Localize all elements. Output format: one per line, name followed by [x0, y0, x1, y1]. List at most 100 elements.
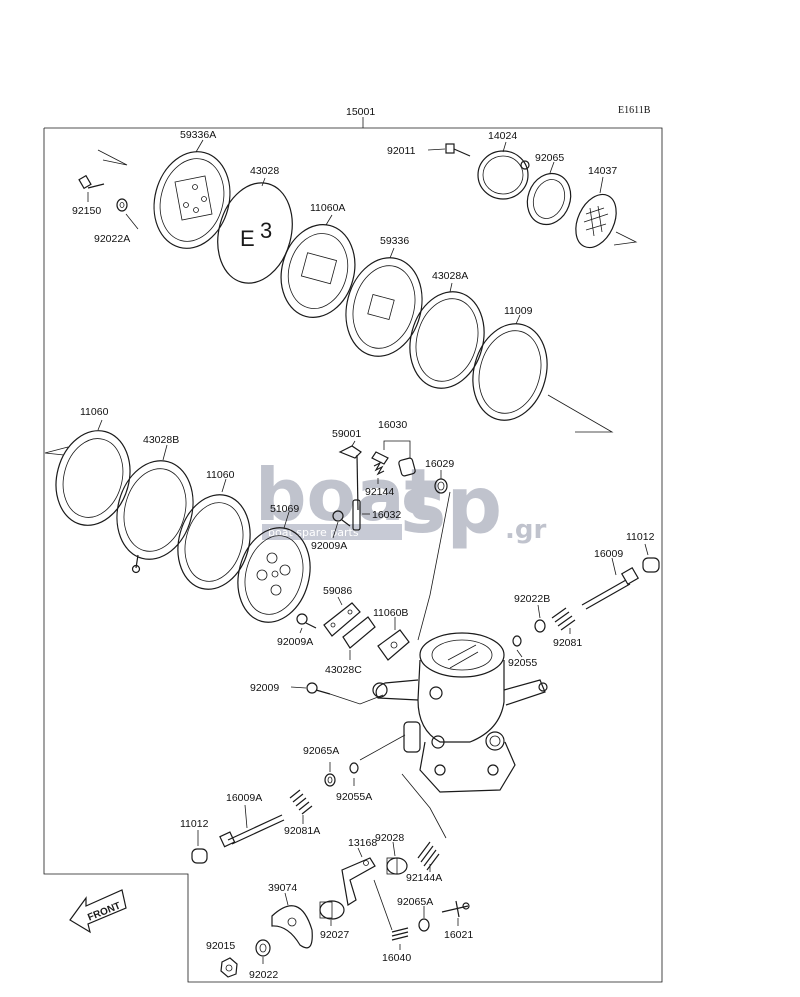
label-92055: 92055	[508, 657, 537, 669]
label-59001: 59001	[332, 428, 361, 440]
gasket-43028C	[342, 616, 376, 649]
pump-cover-59336A	[153, 151, 231, 249]
label-92144A: 92144A	[406, 872, 442, 884]
label-92081: 92081	[553, 637, 582, 649]
spring-16040	[391, 927, 409, 941]
diaphragm-11060A	[280, 224, 356, 318]
spring-92144A	[417, 841, 440, 871]
pump-body-59336	[345, 257, 423, 357]
collar-92027	[319, 900, 345, 920]
label-16040: 16040	[382, 952, 411, 964]
label-43028: 43028	[250, 165, 279, 177]
label-11060-left: 11060	[80, 406, 109, 418]
screw-92011	[445, 143, 471, 157]
filter-screen-14037	[575, 193, 617, 249]
screw-92150	[78, 174, 105, 190]
label-43028A: 43028A	[432, 270, 468, 282]
spring-92144	[373, 461, 385, 476]
oring-92065A-mid	[324, 773, 336, 787]
screw-16009A	[219, 814, 285, 848]
label-92055A: 92055A	[336, 791, 372, 803]
label-92009: 92009	[250, 682, 279, 694]
label-92009A-top: 92009A	[311, 540, 347, 552]
label-11009: 11009	[504, 305, 533, 317]
label-59336A: 59336A	[180, 129, 216, 141]
label-92011: 92011	[387, 145, 416, 157]
watermark-domain: .gr	[505, 515, 546, 545]
watermark-tagline-bar	[262, 524, 402, 540]
valve-plate-51069	[237, 527, 311, 623]
washer-92022A	[116, 198, 128, 212]
oring-92055	[512, 635, 522, 647]
diagram-code: E1611B	[618, 105, 651, 116]
pin-16032	[352, 499, 361, 531]
gasket-11060B	[377, 629, 410, 661]
cap-14024	[477, 150, 530, 200]
label-92009A-mid: 92009A	[277, 636, 313, 648]
carburetor-body-15001	[372, 632, 548, 793]
label-16009A: 16009A	[226, 792, 262, 804]
screw-92009	[306, 682, 331, 695]
label-92081A: 92081A	[284, 825, 320, 837]
oring-92055A	[349, 762, 359, 774]
assembly-frame	[43, 117, 663, 983]
label-11012-left: 11012	[180, 818, 209, 830]
spring-92081A	[289, 789, 313, 815]
assembly-number-label: 15001	[346, 106, 375, 118]
label-16030: 16030	[378, 419, 407, 431]
label-92022A: 92022A	[94, 233, 130, 245]
gasket-11009	[472, 323, 548, 421]
label-92065A-low: 92065A	[397, 896, 433, 908]
label-51069: 51069	[270, 503, 299, 515]
spring-92081	[551, 607, 576, 631]
screw-92009A-top	[332, 510, 351, 527]
label-92027: 92027	[320, 929, 349, 941]
explode-arrows	[44, 149, 638, 456]
label-11060B: 11060B	[373, 607, 408, 619]
label-39074: 39074	[268, 882, 297, 894]
screw-92009A-mid	[296, 613, 317, 629]
screw-16009	[581, 566, 640, 610]
pin-16021	[441, 900, 470, 918]
oring-92065A-low	[418, 918, 430, 932]
label-11060-mid: 11060	[206, 469, 235, 481]
oring-92065	[526, 172, 572, 226]
gasket-11060-mid	[177, 494, 251, 590]
collar-92028	[386, 857, 408, 875]
bracket-59086	[323, 602, 361, 637]
nut-92015	[220, 957, 238, 978]
label-92015: 92015	[206, 940, 235, 952]
label-92022: 92022	[249, 969, 278, 981]
label-43028C: 43028C	[325, 664, 362, 676]
washer-92022	[255, 939, 271, 957]
needle-valve-16030	[371, 451, 416, 477]
pump-base-43028B	[116, 460, 194, 574]
gasket-43028: E 3	[217, 182, 293, 284]
label-14024: 14024	[488, 130, 517, 142]
washer-92022B	[534, 619, 546, 633]
gasket-43028A	[409, 291, 485, 389]
svg-text:E: E	[240, 226, 255, 251]
front-direction-marker: FRONT	[69, 889, 127, 934]
watermark-brand-right: sp	[400, 461, 502, 551]
label-92028: 92028	[375, 832, 404, 844]
label-92150: 92150	[72, 205, 101, 217]
label-92065A-mid: 92065A	[303, 745, 339, 757]
label-43028B: 43028B	[143, 434, 179, 446]
label-92022B: 92022B	[514, 593, 550, 605]
label-92144: 92144	[365, 486, 394, 498]
lever-13168	[341, 857, 376, 906]
label-11012-right: 11012	[626, 531, 655, 543]
label-59086: 59086	[323, 585, 352, 597]
cap-11012-left	[191, 848, 208, 864]
label-13168: 13168	[348, 837, 377, 849]
gasket-11060-left	[55, 430, 131, 526]
label-59336: 59336	[380, 235, 409, 247]
label-16029: 16029	[425, 458, 454, 470]
label-92065: 92065	[535, 152, 564, 164]
svg-text:3: 3	[260, 218, 272, 243]
cap-11012-right	[642, 557, 660, 573]
label-16032: 16032	[372, 509, 401, 521]
label-14037: 14037	[588, 165, 617, 177]
